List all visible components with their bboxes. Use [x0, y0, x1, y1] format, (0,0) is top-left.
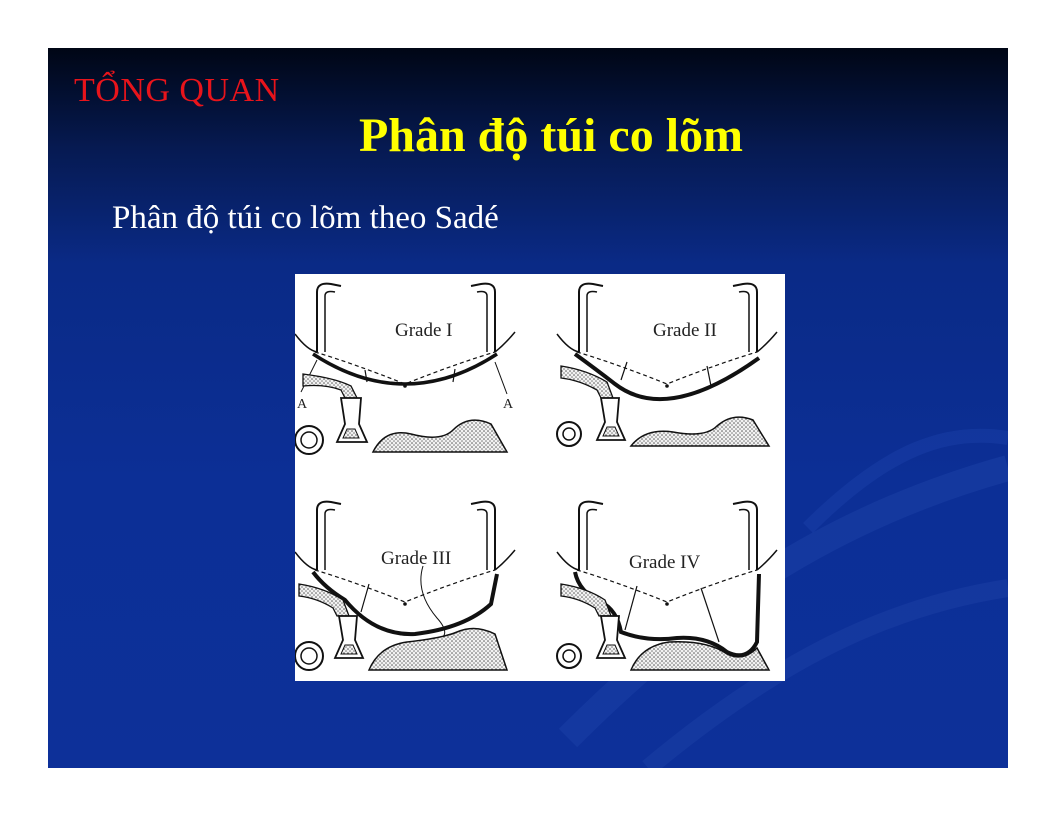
panel-grade-3: Grade III	[295, 500, 516, 671]
retraction-pocket-figure: A A Grade I	[295, 274, 785, 681]
panel-label-grade-4: Grade IV	[629, 552, 700, 573]
slide-subtitle: Phân độ túi co lõm theo Sadé	[112, 200, 499, 236]
marker-a-left: A	[297, 397, 308, 412]
retraction-pocket-diagram: A A Grade I	[295, 282, 778, 671]
slide: TỔNG QUAN Phân độ túi co lõm Phân độ túi…	[48, 48, 1008, 768]
section-label: TỔNG QUAN	[74, 72, 280, 109]
panel-grade-2: Grade II	[556, 282, 778, 447]
panel-label-grade-3: Grade III	[381, 548, 451, 569]
panel-label-grade-1: Grade I	[395, 320, 453, 341]
marker-a-right: A	[503, 397, 514, 412]
panel-grade-1: A A Grade I	[295, 282, 516, 455]
slide-title: Phân độ túi co lõm	[358, 109, 744, 162]
panel-grade-4: Grade IV	[556, 500, 778, 671]
panel-label-grade-2: Grade II	[653, 320, 717, 341]
